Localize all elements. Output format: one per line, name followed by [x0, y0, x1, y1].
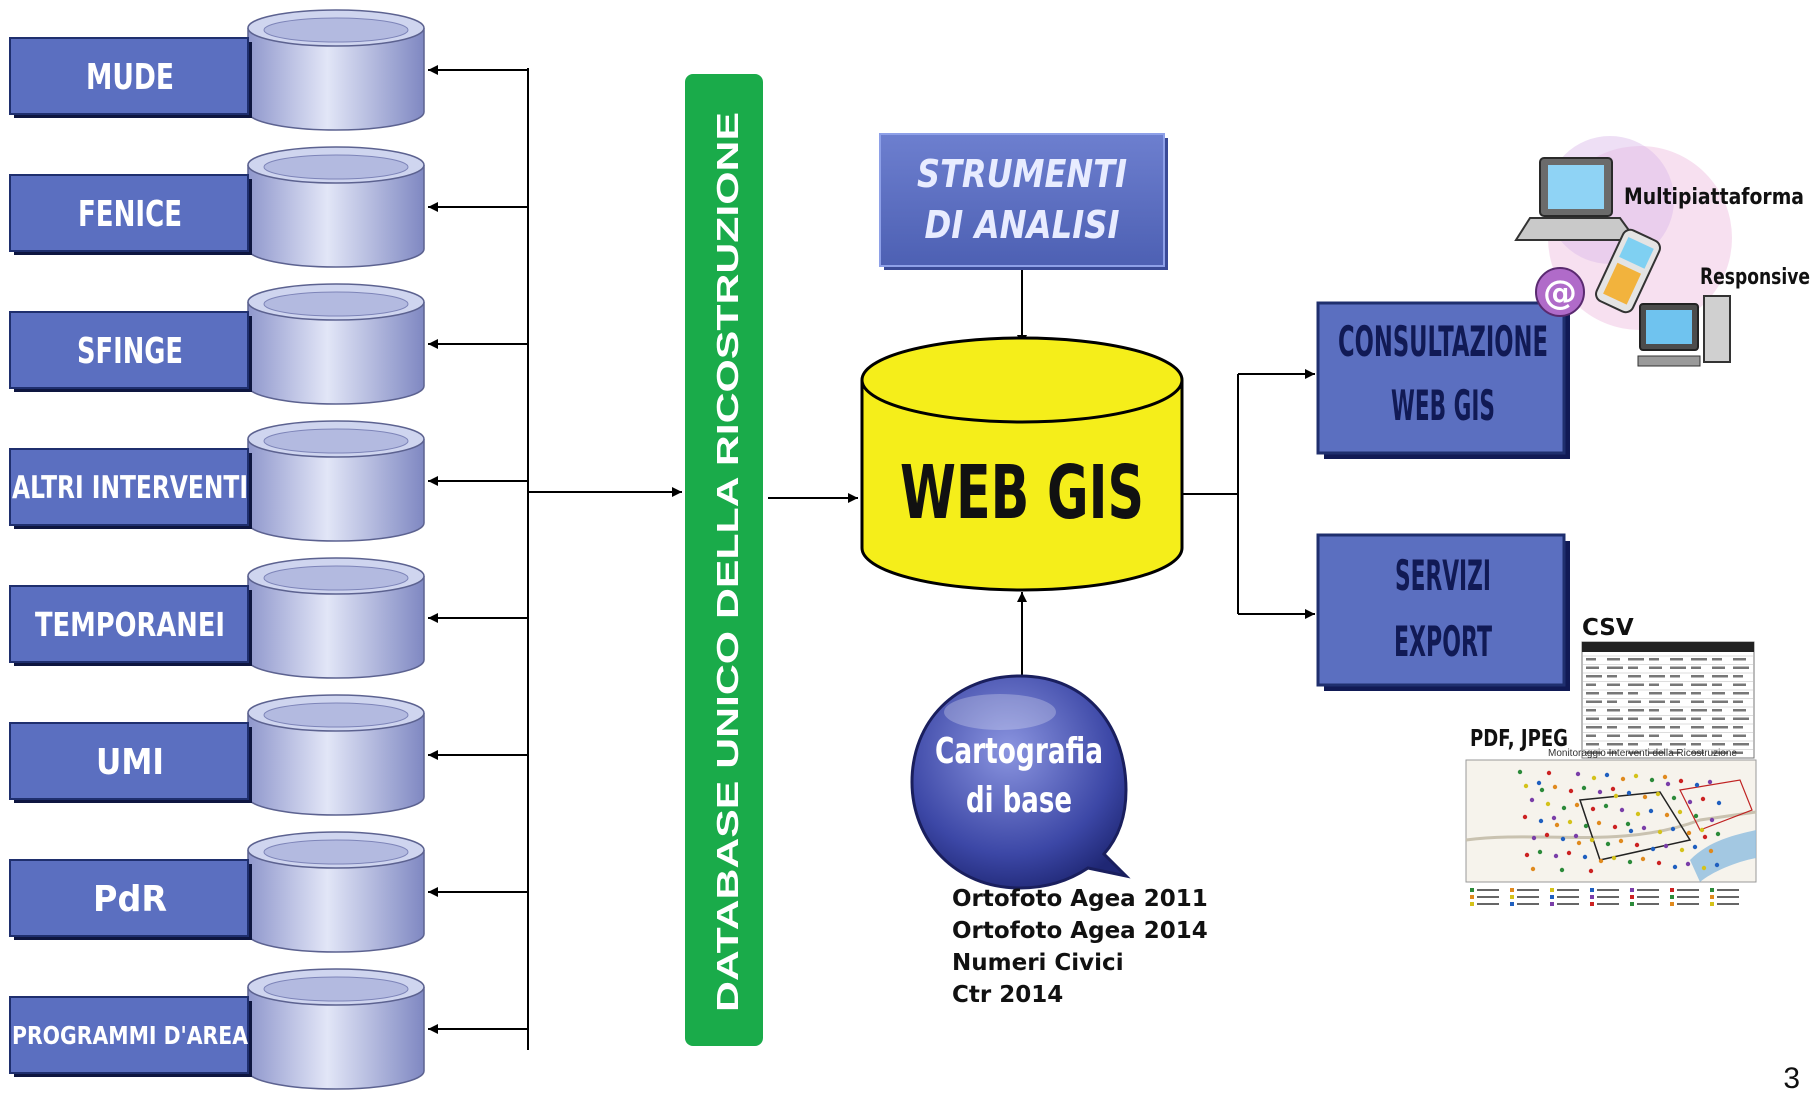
database-cylinder-body [247, 576, 425, 679]
source-label: UMI [96, 742, 164, 783]
pdf-jpeg-label: PDF, JPEG [1470, 726, 1568, 752]
cartografia-source-item: Ortofoto Agea 2011 [952, 886, 1208, 912]
database-cylinder-body [247, 302, 425, 405]
source-label: MUDE [86, 57, 174, 98]
servizi-line1: SERVIZI [1395, 551, 1491, 600]
database-cylinder-rim [263, 976, 409, 1002]
cartografia-source-item: Numeri Civici [952, 950, 1124, 976]
page-number: 3 [1783, 1062, 1800, 1095]
source-box [9, 859, 249, 937]
servizi-box: SERVIZI EXPORT [1316, 533, 1570, 691]
database-cylinder-rim [263, 702, 409, 728]
map-preview-title: Monitoraggio Interventi della Ricostruzi… [1548, 748, 1737, 759]
database-cylinder-body [247, 987, 425, 1090]
source-system-8: PROGRAMMI D'AREA [9, 968, 528, 1090]
source-label: FENICE [78, 194, 182, 235]
source-systems: MUDE FENICE SFINGE ALTRI INTERVENTI TEMPORAN… [9, 9, 528, 1090]
laptop-icon [1514, 157, 1638, 241]
desktop-computer-icon [1637, 295, 1731, 367]
source-system-2: FENICE [9, 146, 528, 268]
source-box [9, 174, 249, 252]
source-label: ALTRI INTERVENTI [12, 470, 248, 506]
responsive-label: Responsive [1700, 265, 1810, 290]
database-cylinder-body [247, 165, 425, 268]
cartografia-line1: Cartografia [935, 731, 1103, 772]
source-label: PdR [93, 879, 167, 920]
source-label: TEMPORANEI [35, 605, 225, 644]
web-gis-label: WEB GIS [900, 450, 1144, 536]
source-label: PROGRAMMI D'AREA [12, 1021, 249, 1050]
source-box [9, 37, 249, 115]
database-cylinder-body [247, 28, 425, 131]
servizi-line2: EXPORT [1394, 617, 1492, 666]
consultazione-line2: WEB GIS [1391, 381, 1495, 430]
database-bar: DATABASE UNICO DELLA RICOSTRUZIONE [685, 74, 763, 1046]
source-system-5: TEMPORANEI [9, 557, 528, 679]
at-sign-icon: @ [1535, 267, 1585, 317]
source-box [9, 448, 249, 526]
map-preview [1465, 759, 1757, 883]
source-system-1: MUDE [9, 9, 528, 131]
mobile-phone-icon [1595, 228, 1661, 314]
database-cylinder-body [247, 850, 425, 953]
source-system-3: SFINGE [9, 283, 528, 405]
multipiattaforma-label: Multipiattaforma [1624, 185, 1804, 210]
cartografia-source-item: Ortofoto Agea 2014 [952, 918, 1208, 944]
cartografia-bubble: Cartografia di base [910, 674, 1131, 890]
source-system-6: UMI [9, 694, 528, 816]
source-label: SFINGE [77, 331, 183, 372]
source-box [9, 996, 249, 1074]
database-cylinder-rim [263, 291, 409, 317]
source-box [9, 311, 249, 389]
map-legend-preview [1470, 888, 1739, 906]
source-box [9, 722, 249, 800]
database-label: DATABASE UNICO DELLA RICOSTRUZIONE [710, 112, 745, 1012]
cartografia-line2: di base [966, 780, 1072, 821]
database-cylinder-body [247, 439, 425, 542]
web-gis-cylinder: WEB GIS [860, 336, 1184, 592]
source-box [9, 585, 249, 663]
database-cylinder-body [247, 713, 425, 816]
database-cylinder-rim [263, 565, 409, 591]
source-system-7: PdR [9, 831, 528, 953]
analysis-tools-box: STRUMENTI DI ANALISI [879, 133, 1168, 270]
database-cylinder-rim [263, 839, 409, 865]
devices-illustration: @ Multipiattaforma Responsive [1514, 136, 1810, 367]
analysis-tools-line2: DI ANALISI [925, 203, 1120, 247]
source-system-4: ALTRI INTERVENTI [9, 420, 528, 542]
cartografia-source-item: Ctr 2014 [952, 982, 1063, 1008]
database-cylinder-rim [263, 428, 409, 454]
consultazione-line1: CONSULTAZIONE [1338, 317, 1548, 366]
consultazione-box: CONSULTAZIONE WEB GIS [1316, 301, 1570, 459]
csv-table-preview [1581, 641, 1755, 759]
database-cylinder-rim [263, 17, 409, 43]
svg-text:@: @ [1543, 273, 1577, 313]
analysis-tools-line1: STRUMENTI [917, 152, 1127, 196]
csv-label: CSV [1582, 615, 1634, 641]
database-cylinder-rim [263, 154, 409, 180]
